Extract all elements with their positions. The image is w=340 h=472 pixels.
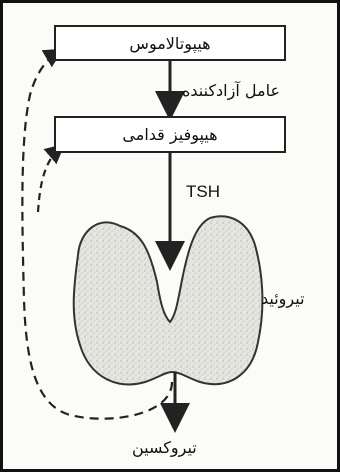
tsh-label: TSH	[186, 182, 220, 202]
anterior-pituitary-box: هیپوفیز قدامی	[54, 116, 286, 153]
releasing-factor-label: عامل آزادکننده	[182, 81, 280, 100]
anterior-pituitary-label: هیپوفیز قدامی	[122, 125, 217, 144]
thyroid-gland	[74, 216, 263, 384]
hypothalamus-box: هیپوتالاموس	[54, 25, 286, 61]
thyroxine-label: تیروکسین	[132, 438, 197, 457]
feedback-loop-to-pituitary	[38, 148, 60, 212]
hypothalamus-label: هیپوتالاموس	[129, 34, 210, 53]
thyroid-label: تیروئید	[261, 289, 305, 308]
